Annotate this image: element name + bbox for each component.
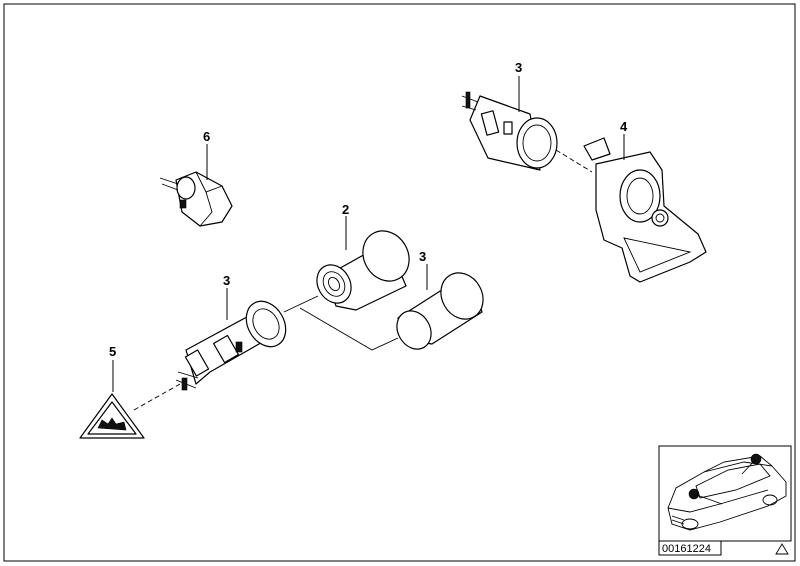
part-6-bulb-holder[interactable] xyxy=(159,144,233,227)
part-1-cigarette-lighter[interactable] xyxy=(310,216,418,311)
diagram-code: 00161224 xyxy=(662,543,711,555)
part-3-lower-socket[interactable] xyxy=(175,288,294,391)
callout-5[interactable]: 5 xyxy=(109,344,116,359)
part-3-upper-socket[interactable] xyxy=(461,76,558,171)
connector-5-to-3 xyxy=(133,383,181,411)
part-2-socket-cap[interactable] xyxy=(390,264,491,355)
triangle-outline-icon xyxy=(775,543,789,555)
callout-2[interactable]: 3 xyxy=(419,249,426,264)
diagram-code-box xyxy=(658,540,722,556)
vehicle-locator-inset xyxy=(658,445,792,542)
callout-6[interactable]: 6 xyxy=(203,129,210,144)
diagram-frame xyxy=(3,3,796,562)
part-5-warning-label[interactable] xyxy=(79,360,145,439)
callout-3-lower[interactable]: 3 xyxy=(223,273,230,288)
connector-1-to-3 xyxy=(283,295,399,351)
connector-3-to-4 xyxy=(555,149,593,173)
callout-3-upper[interactable]: 3 xyxy=(515,60,522,75)
callout-4[interactable]: 4 xyxy=(620,119,628,134)
callout-1[interactable]: 2 xyxy=(342,202,349,217)
part-4-mounting-bracket[interactable] xyxy=(583,134,707,283)
